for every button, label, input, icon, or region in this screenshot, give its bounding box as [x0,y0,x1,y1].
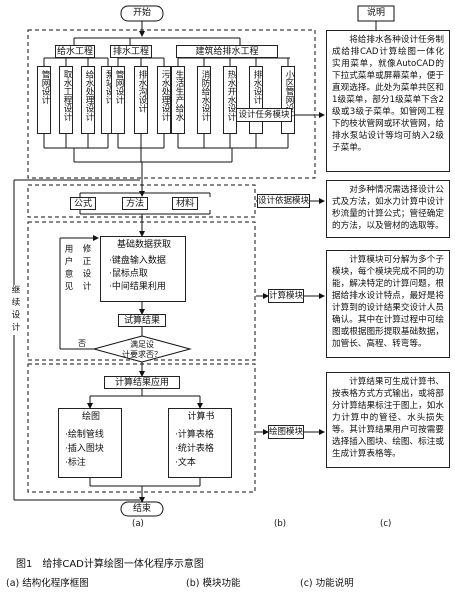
end-label: 结束 [132,504,151,514]
module-task: 设计任务模块 [236,108,292,122]
drawing-title: 绘图 [81,412,100,422]
task-item: 排水沟设计 [134,66,148,134]
notes-title: 说明 [366,8,385,18]
continue-design-label: 继续设计 [8,285,22,335]
drawing-box: 绘图 ·绘制管线 ·插入图块 ·标注 [58,408,122,478]
task-item: 消防给水设计 [197,66,211,134]
basis-formula: 公式 [70,197,96,210]
task-item: 管网设计 [111,66,125,134]
decision-no-label: 否 [78,339,86,348]
data-input-title: 基础数据获取 [116,240,171,250]
note-drawing: 计算结果可生成计算书、按表格方式方式输出，或将部分计算结果标注于图上，如水力计算… [326,372,450,468]
caption-sub-b: (b) 模块功能 [186,578,241,589]
figure-caption: 图1 给排CAD计算绘图一体化程序示意图 [16,559,204,570]
basis-method: 方法 [122,197,148,210]
start-terminal [120,5,164,22]
modify-design-label: 修正设计 [81,244,91,294]
data-input-item: ·鼠标点取 [109,269,148,279]
group-drainage: 排水工程 [110,45,152,58]
task-item: 排水设计 [249,66,263,134]
note-basis: 对多种情况需选择设计公式及方法，如水力计算中设计秒流量的计算公式；管径确定的方法… [326,180,450,238]
module-basis: 设计依据模块 [257,194,310,208]
task-item: 管网设计 [37,66,51,134]
end-terminal [120,501,164,517]
decision-line-2: 计要求否？ [122,350,162,359]
task-item: 取水工程设计 [59,66,73,134]
user-opinion-label: 用户意见 [63,244,73,294]
column-label-c: (c) [380,519,392,529]
module-drawing: 绘图模块 [268,425,304,439]
data-input-item: ·中间结果利用 [109,282,166,292]
task-item: 给水处理设计 [81,66,95,134]
task-item: 生活生产给水 [171,66,185,134]
calc-book-item: ·文本 [175,458,196,468]
drawing-item: ·绘制管线 [65,430,104,440]
data-input-item: ·键盘输入数据 [109,256,166,266]
caption-sub-c: (c) 功能说明 [300,578,354,589]
column-label-a: (a) [132,519,144,529]
start-label: 开始 [132,8,151,18]
group-water-supply: 给水工程 [55,45,95,58]
column-label-b: (b) [274,519,287,529]
calc-book-title: 计算书 [187,412,215,422]
result-app-box: 计算结果应用 [104,376,180,389]
group-building: 建筑给排水工程 [176,45,278,58]
calc-result-box: 试算结果 [118,314,166,327]
drawing-item: ·标注 [65,458,86,468]
decision-line-1: 满足设 [130,340,154,349]
calc-book-item: ·统计表格 [175,444,214,454]
basis-material: 材料 [172,197,198,210]
task-module-region [27,29,316,179]
task-item: 污水处理设计 [157,66,171,134]
task-item: 热水开水设计 [223,66,237,134]
note-calc: 计算模块可分解为多个子模块，每个模块完成不同的功能，解决特定的计算问题，根据给排… [326,250,450,358]
data-input-box: 基础数据获取 ·键盘输入数据 ·鼠标点取 ·中间结果利用 [100,236,186,302]
note-task: 将给排水各种设计任务制成给排CAD计算绘图一体化实用菜单，就像AutoCAD的下… [326,30,450,172]
calc-book-box: 计算书 ·计算表格 ·统计表格 ·文本 [168,408,232,478]
caption-sub-a: (a) 结构化程序框图 [6,578,89,589]
drawing-item: ·插入图块 [65,444,104,454]
calc-book-item: ·计算表格 [175,430,214,440]
module-calc: 计算模块 [268,289,304,303]
task-item: 小区管网设计 [281,66,295,134]
